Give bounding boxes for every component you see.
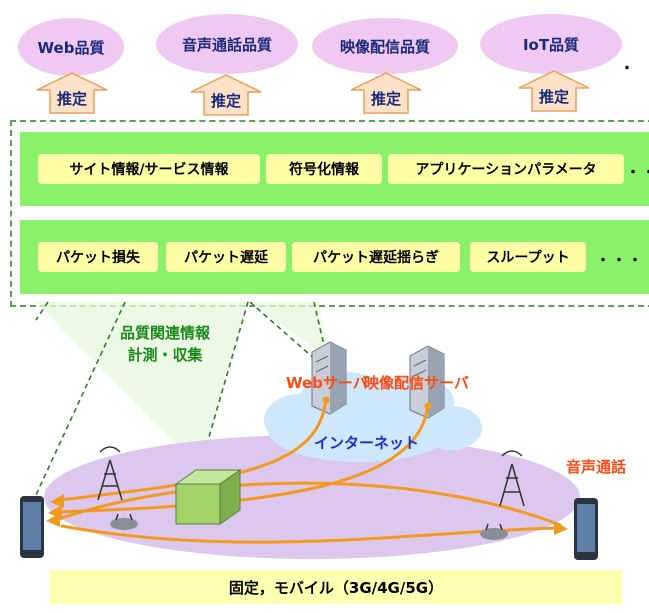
- lower-band: パケット損失 パケット遅延 パケット遅延揺らぎ スループット ・・・: [20, 220, 649, 294]
- estimate-label: 推定: [56, 90, 87, 108]
- estimate-arrow-video: 推定: [350, 72, 422, 114]
- chip-label: スループット: [486, 250, 570, 266]
- chip-label: パケット遅延: [184, 250, 268, 266]
- voice-call-label: 音声通話: [566, 458, 627, 476]
- chip-label: アプリケーションパラメータ: [415, 162, 597, 178]
- internet-label: インターネット: [314, 434, 420, 452]
- router-icon: [110, 513, 138, 530]
- estimate-label: 推定: [538, 88, 569, 106]
- quality-web: Web品質: [18, 18, 124, 76]
- chip-site-service-info: サイト情報/サービス情報: [38, 154, 260, 184]
- measurement-label-line2: 計測・収集: [127, 346, 203, 364]
- network-types-label: 固定，モバイル（3G/4G/5G）: [228, 578, 444, 597]
- up-arrow-icon: [350, 72, 422, 114]
- chip-label: パケット損失: [56, 250, 140, 266]
- smartphone-icon-right: [574, 498, 598, 560]
- video-server-label: 映像配信サーバ: [364, 374, 469, 392]
- router-icon: [480, 523, 508, 540]
- chip-label: 符号化情報: [289, 162, 359, 178]
- measurement-label-line1: 品質関連情報: [119, 324, 210, 342]
- web-server-label: Webサーバ: [286, 374, 368, 392]
- lower-ellipsis: ・・・: [596, 253, 644, 269]
- quality-info-panel: [10, 120, 649, 307]
- chip-coding-info: 符号化情報: [266, 154, 382, 184]
- video-server-icon: [409, 345, 445, 419]
- measurement-label: 品質関連情報 計測・収集: [100, 322, 230, 366]
- chip-label: サイト情報/サービス情報: [69, 162, 229, 178]
- chip-label: パケット遅延揺らぎ: [313, 250, 439, 266]
- smartphone-icon-left: [20, 496, 44, 558]
- quality-video: 映像配信品質: [312, 18, 458, 74]
- quality-voice: 音声通話品質: [156, 14, 298, 74]
- estimate-label: 推定: [370, 90, 401, 108]
- quality-video-label: 映像配信品質: [339, 37, 430, 56]
- up-arrow-icon: [518, 70, 590, 112]
- estimate-arrow-iot: 推定: [518, 70, 590, 112]
- trailing-dot: ・: [620, 61, 634, 77]
- cell-tower-icon: [97, 446, 123, 501]
- cell-tower-icon: [499, 450, 525, 507]
- quality-web-label: Web品質: [37, 38, 105, 57]
- estimate-arrow-voice: 推定: [190, 74, 262, 116]
- chip-packet-loss: パケット損失: [38, 242, 158, 272]
- quality-iot-label: IoT品質: [522, 35, 580, 54]
- chip-app-parameters: アプリケーションパラメータ: [388, 154, 624, 184]
- quality-voice-label: 音声通話品質: [181, 35, 272, 54]
- web-server-icon: [311, 341, 347, 415]
- upper-ellipsis: ・・: [626, 165, 649, 181]
- quality-iot: IoT品質: [480, 14, 622, 74]
- collection-cone-left: [36, 302, 248, 470]
- chip-packet-delay: パケット遅延: [166, 242, 286, 272]
- up-arrow-icon: [36, 72, 108, 114]
- estimate-label: 推定: [210, 92, 241, 110]
- measurement-probe-icon: [174, 469, 242, 525]
- network-area: [44, 435, 580, 559]
- chip-packet-jitter: パケット遅延揺らぎ: [292, 242, 460, 272]
- collection-cone-right: [250, 302, 330, 360]
- network-types-band: 固定，モバイル（3G/4G/5G）: [50, 570, 622, 604]
- chip-throughput: スループット: [470, 242, 586, 272]
- estimate-arrow-web: 推定: [36, 72, 108, 114]
- up-arrow-icon: [190, 74, 262, 116]
- upper-band: サイト情報/サービス情報 符号化情報 アプリケーションパラメータ ・・: [20, 132, 649, 206]
